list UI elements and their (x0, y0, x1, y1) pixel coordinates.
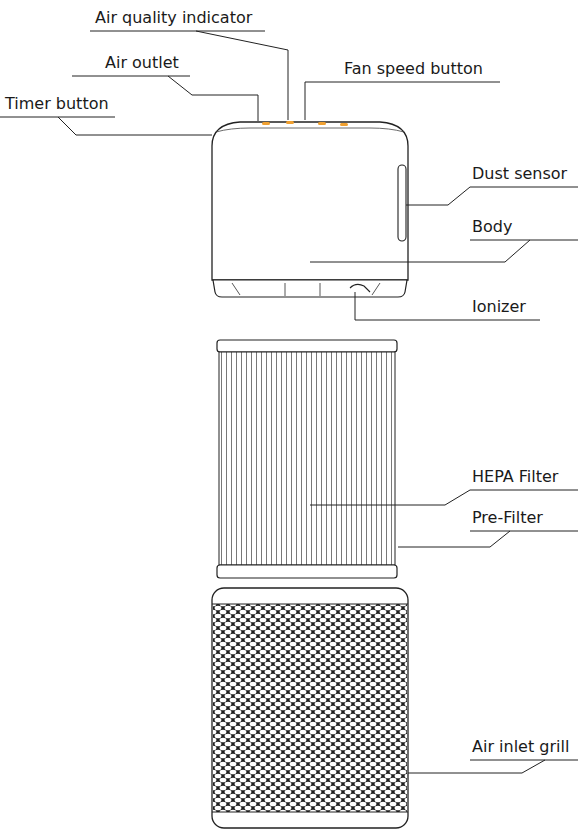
ionizer-symbol (350, 284, 370, 292)
leader-line (310, 240, 530, 262)
indicator-light (286, 121, 294, 124)
grill-band (212, 812, 408, 813)
hepa-pleats (219, 352, 395, 565)
indicator-light (262, 122, 270, 125)
leader-line (470, 760, 578, 761)
indicator-light (318, 122, 326, 125)
base-rib (232, 283, 380, 296)
dust-sensor-window (398, 165, 406, 241)
leader-line (90, 31, 265, 32)
leader-line (72, 76, 190, 77)
part-label: Ionizer (472, 297, 526, 317)
leader-line (470, 187, 578, 188)
part-label: Air inlet grill (472, 737, 569, 757)
leader-line (470, 240, 578, 241)
grill-mesh (213, 604, 407, 812)
filter-top-rim (217, 340, 397, 352)
part-label: Air outlet (105, 53, 179, 73)
leader-line (58, 117, 212, 135)
top-edge (216, 128, 404, 132)
leader-line (408, 760, 545, 773)
leader-line (168, 76, 258, 121)
leader-line (305, 82, 500, 120)
leader-line (196, 31, 288, 120)
part-label: Body (472, 217, 512, 237)
part-label: Fan speed button (344, 59, 483, 79)
part-label: Pre-Filter (472, 508, 543, 528)
leader-line (406, 187, 470, 205)
body-housing (212, 122, 408, 280)
indicator-light (340, 123, 348, 126)
body-base (213, 280, 407, 297)
leader-line (398, 531, 510, 547)
part-label: HEPA Filter (472, 467, 558, 487)
leader-line (355, 292, 540, 320)
grill-band (212, 604, 408, 605)
leader-line (0, 117, 115, 118)
grill-housing (212, 588, 408, 828)
leader-line (470, 531, 578, 532)
filter-bottom-rim (217, 565, 397, 578)
leader-line (470, 490, 578, 491)
part-label: Air quality indicator (95, 8, 252, 28)
part-label: Timer button (5, 94, 109, 114)
part-label: Dust sensor (472, 164, 567, 184)
leader-line (310, 490, 470, 505)
